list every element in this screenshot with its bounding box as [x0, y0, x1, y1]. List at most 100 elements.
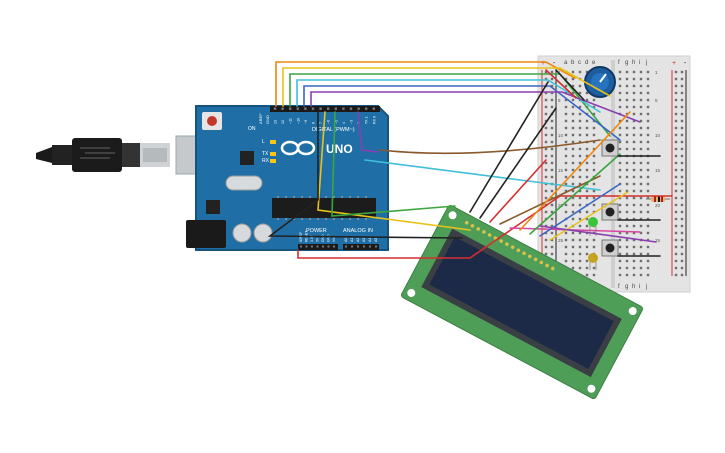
breadboard-hole[interactable]: [585, 259, 589, 263]
breadboard-hole[interactable]: [618, 84, 622, 88]
breadboard-hole[interactable]: [674, 252, 678, 256]
header-pin[interactable]: [357, 245, 359, 248]
breadboard-hole[interactable]: [578, 112, 582, 116]
breadboard-hole[interactable]: [646, 175, 650, 179]
breadboard-hole[interactable]: [646, 140, 650, 144]
breadboard-hole[interactable]: [578, 252, 582, 256]
breadboard-hole[interactable]: [639, 245, 643, 249]
breadboard-hole[interactable]: [680, 196, 684, 200]
breadboard-hole[interactable]: [632, 133, 636, 137]
breadboard-hole[interactable]: [680, 231, 684, 235]
breadboard-hole[interactable]: [578, 119, 582, 123]
breadboard-hole[interactable]: [632, 147, 636, 151]
breadboard-hole[interactable]: [632, 196, 636, 200]
breadboard-hole[interactable]: [680, 252, 684, 256]
breadboard-hole[interactable]: [592, 196, 596, 200]
breadboard-hole[interactable]: [544, 252, 548, 256]
breadboard-hole[interactable]: [550, 105, 554, 109]
breadboard-hole[interactable]: [571, 210, 575, 214]
breadboard-hole[interactable]: [646, 98, 650, 102]
breadboard-hole[interactable]: [625, 231, 629, 235]
breadboard-hole[interactable]: [578, 105, 582, 109]
breadboard-hole[interactable]: [550, 224, 554, 228]
breadboard-hole[interactable]: [674, 189, 678, 193]
wire-cyan-2[interactable]: [364, 159, 601, 191]
breadboard-hole[interactable]: [550, 168, 554, 172]
breadboard-hole[interactable]: [592, 133, 596, 137]
breadboard-hole[interactable]: [550, 231, 554, 235]
breadboard-hole[interactable]: [550, 98, 554, 102]
breadboard-hole[interactable]: [632, 70, 636, 74]
breadboard-hole[interactable]: [625, 70, 629, 74]
breadboard-hole[interactable]: [618, 140, 622, 144]
breadboard-hole[interactable]: [674, 238, 678, 242]
lcd-pin[interactable]: [464, 220, 469, 225]
wire-green[interactable]: [289, 73, 611, 137]
breadboard-hole[interactable]: [674, 84, 678, 88]
breadboard-hole[interactable]: [680, 210, 684, 214]
wire-red-5v[interactable]: [297, 195, 673, 259]
breadboard-hole[interactable]: [592, 189, 596, 193]
breadboard-hole[interactable]: [680, 266, 684, 270]
breadboard-hole[interactable]: [674, 196, 678, 200]
header-pin[interactable]: [369, 245, 371, 248]
breadboard-hole[interactable]: [646, 245, 650, 249]
breadboard-hole[interactable]: [680, 70, 684, 74]
breadboard-hole[interactable]: [646, 273, 650, 277]
breadboard-hole[interactable]: [680, 98, 684, 102]
breadboard-hole[interactable]: [639, 252, 643, 256]
breadboard-hole[interactable]: [625, 266, 629, 270]
breadboard-hole[interactable]: [680, 189, 684, 193]
breadboard-hole[interactable]: [564, 231, 568, 235]
potentiometer-knob[interactable]: [584, 66, 616, 98]
breadboard-hole[interactable]: [571, 147, 575, 151]
breadboard-hole[interactable]: [680, 105, 684, 109]
breadboard-hole[interactable]: [674, 91, 678, 95]
breadboard-hole[interactable]: [585, 238, 589, 242]
breadboard-hole[interactable]: [564, 182, 568, 186]
breadboard-hole[interactable]: [618, 133, 622, 137]
breadboard-hole[interactable]: [592, 266, 596, 270]
breadboard-hole[interactable]: [571, 84, 575, 88]
breadboard-hole[interactable]: [578, 70, 582, 74]
lcd-pin[interactable]: [476, 226, 481, 231]
breadboard-hole[interactable]: [544, 245, 548, 249]
breadboard-hole[interactable]: [674, 245, 678, 249]
breadboard-hole[interactable]: [646, 189, 650, 193]
breadboard-hole[interactable]: [564, 252, 568, 256]
breadboard-hole[interactable]: [632, 119, 636, 123]
breadboard-hole[interactable]: [564, 154, 568, 158]
breadboard-hole[interactable]: [592, 126, 596, 130]
breadboard-hole[interactable]: [618, 196, 622, 200]
breadboard-hole[interactable]: [585, 189, 589, 193]
breadboard-hole[interactable]: [674, 98, 678, 102]
breadboard-hole[interactable]: [578, 161, 582, 165]
breadboard-hole[interactable]: [564, 175, 568, 179]
breadboard-hole[interactable]: [625, 217, 629, 221]
breadboard-hole[interactable]: [544, 77, 548, 81]
breadboard-hole[interactable]: [585, 126, 589, 130]
breadboard-hole[interactable]: [571, 77, 575, 81]
breadboard-hole[interactable]: [625, 252, 629, 256]
breadboard-hole[interactable]: [639, 105, 643, 109]
breadboard-hole[interactable]: [618, 147, 622, 151]
breadboard-hole[interactable]: [680, 126, 684, 130]
breadboard-hole[interactable]: [571, 217, 575, 221]
breadboard-hole[interactable]: [564, 196, 568, 200]
analog-header[interactable]: [343, 244, 379, 250]
digital-header[interactable]: [270, 106, 380, 112]
breadboard-hole[interactable]: [578, 203, 582, 207]
breadboard-hole[interactable]: [680, 245, 684, 249]
header-pin[interactable]: [311, 107, 315, 110]
header-pin[interactable]: [357, 107, 360, 110]
breadboard-hole[interactable]: [646, 168, 650, 172]
header-pin[interactable]: [316, 245, 319, 248]
breadboard-hole[interactable]: [680, 147, 684, 151]
breadboard-hole[interactable]: [544, 126, 548, 130]
lcd-pin[interactable]: [539, 260, 544, 265]
breadboard-hole[interactable]: [578, 140, 582, 144]
breadboard-hole[interactable]: [625, 224, 629, 228]
breadboard-hole[interactable]: [625, 182, 629, 186]
breadboard-hole[interactable]: [618, 224, 622, 228]
breadboard-hole[interactable]: [550, 252, 554, 256]
